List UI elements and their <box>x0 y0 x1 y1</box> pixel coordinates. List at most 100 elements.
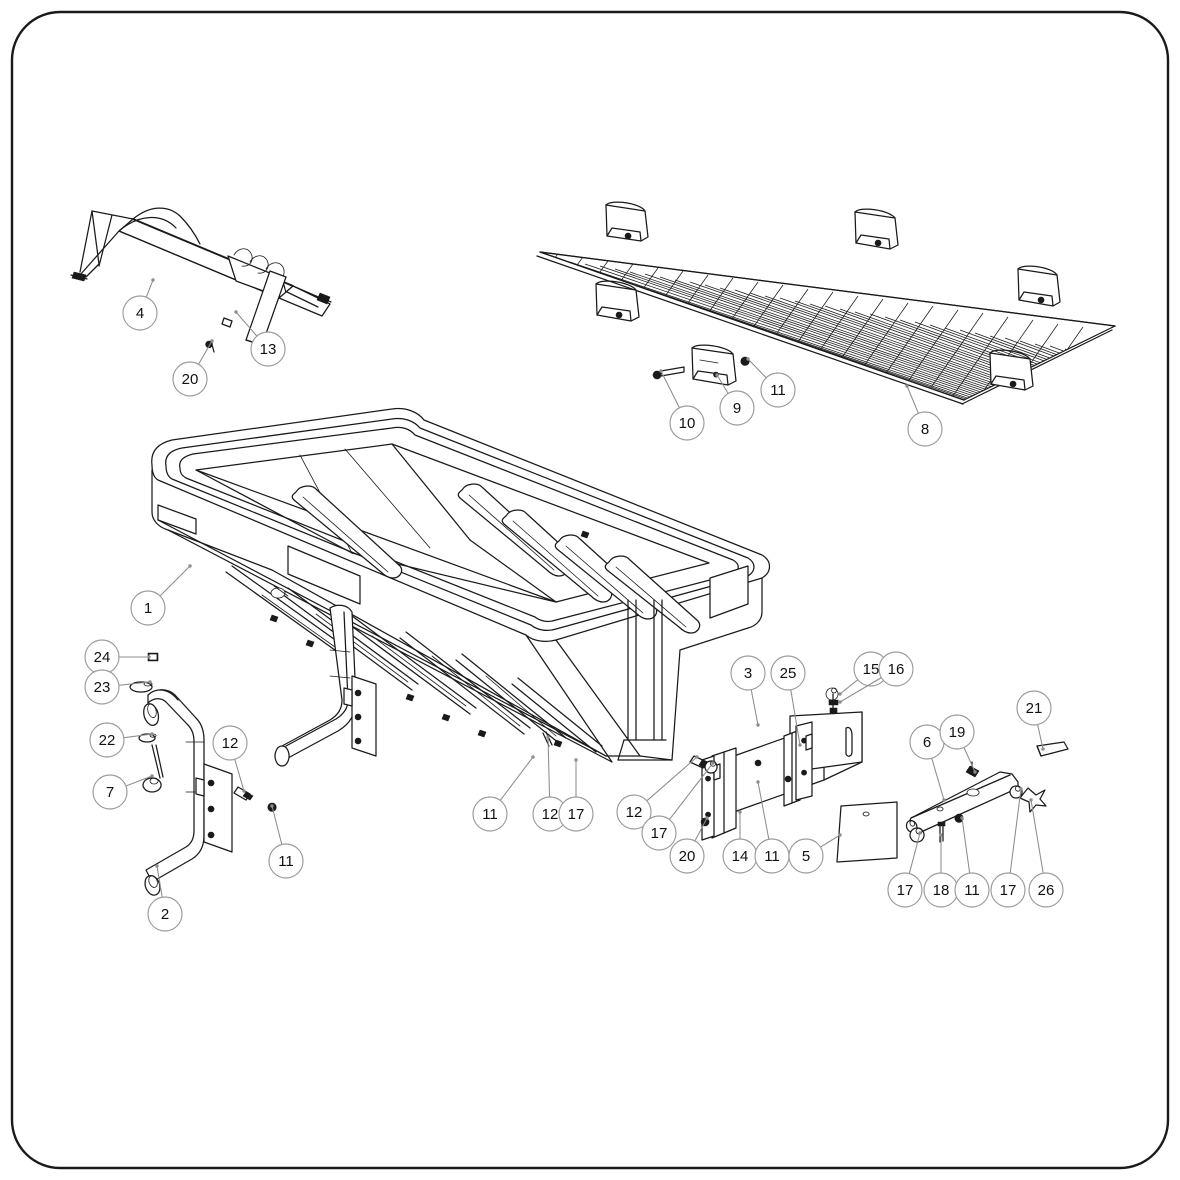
callout-bubble-17[interactable] <box>990 872 1026 908</box>
callout-17[interactable]: 17 <box>990 787 1026 908</box>
callout-10[interactable]: 10 <box>659 369 705 441</box>
callout-bubble-12[interactable] <box>212 725 248 761</box>
callout-17[interactable]: 17 <box>558 758 594 832</box>
callout-bubble-13[interactable] <box>250 331 286 367</box>
leader-line-5 <box>820 834 841 848</box>
callout-label-12: 12 <box>542 806 559 823</box>
leader-dot-4 <box>151 278 155 282</box>
callout-8[interactable]: 8 <box>905 384 943 447</box>
callout-21[interactable]: 21 <box>1016 690 1052 751</box>
leader-line-4 <box>145 279 154 298</box>
callout-bubble-20[interactable] <box>172 361 208 397</box>
callout-19[interactable]: 19 <box>939 714 977 774</box>
callout-label-1: 1 <box>144 600 152 617</box>
callout-bubble-26[interactable] <box>1028 872 1064 908</box>
callout-4[interactable]: 4 <box>122 278 158 331</box>
callout-18[interactable]: 18 <box>923 833 959 908</box>
leader-dot-12 <box>242 789 246 793</box>
callout-bubble-12[interactable] <box>616 794 652 830</box>
callout-bubble-25[interactable] <box>770 655 806 691</box>
leader-dot-11 <box>960 816 964 820</box>
callout-bubble-11[interactable] <box>760 372 796 408</box>
leader-dot-5 <box>838 833 842 837</box>
washer-17-right <box>1009 785 1023 799</box>
callout-17[interactable]: 17 <box>641 761 715 851</box>
callout-bubble-9[interactable] <box>719 390 755 426</box>
callout-bubble-22[interactable] <box>89 722 125 758</box>
callout-label-12: 12 <box>222 735 239 752</box>
callout-23[interactable]: 23 <box>84 669 152 705</box>
callout-11[interactable]: 11 <box>472 755 535 832</box>
callout-bubble-4[interactable] <box>122 295 158 331</box>
callout-1[interactable]: 1 <box>130 564 192 626</box>
callout-3[interactable]: 3 <box>730 655 766 727</box>
leader-line-20 <box>694 817 708 842</box>
callout-bubble-2[interactable] <box>147 896 183 932</box>
leader-line-9 <box>716 374 729 394</box>
callout-bubble-16[interactable] <box>878 651 914 687</box>
leader-line-12 <box>547 736 551 798</box>
callout-14[interactable]: 14 <box>722 810 758 874</box>
callout-bubble-17[interactable] <box>887 872 923 908</box>
callout-bubble-21[interactable] <box>1016 690 1052 726</box>
callout-bubble-20[interactable] <box>669 838 705 874</box>
leader-dot-17 <box>574 758 578 762</box>
callout-11[interactable]: 11 <box>746 357 796 408</box>
callout-15[interactable]: 15 <box>838 651 889 696</box>
callout-22[interactable]: 22 <box>89 722 154 758</box>
callout-26[interactable]: 26 <box>1028 798 1064 908</box>
leader-dot-15 <box>838 692 842 696</box>
callout-12[interactable]: 12 <box>212 725 248 793</box>
callout-12[interactable]: 12 <box>616 755 699 830</box>
rounded-frame <box>10 10 1170 1170</box>
callout-bubble-17[interactable] <box>558 796 594 832</box>
leader-dot-12 <box>695 755 699 759</box>
leader-line-11 <box>271 805 283 845</box>
callout-7[interactable]: 7 <box>92 774 154 810</box>
callout-20[interactable]: 20 <box>172 339 214 397</box>
screen-clip-mounted-5 <box>989 349 1034 391</box>
callout-11[interactable]: 11 <box>754 780 790 874</box>
leader-line-22 <box>123 733 153 739</box>
callout-label-12: 12 <box>626 804 643 821</box>
callout-bubble-10[interactable] <box>669 405 705 441</box>
callout-bubble-3[interactable] <box>730 655 766 691</box>
callout-bubble-19[interactable] <box>939 714 975 750</box>
screen-clip-loose <box>691 344 737 386</box>
hopper-mounted-leg <box>274 604 377 767</box>
callout-bubble-17[interactable] <box>641 815 677 851</box>
callout-bubble-5[interactable] <box>788 838 824 874</box>
callout-label-4: 4 <box>136 305 144 322</box>
leader-dot-20 <box>210 339 214 343</box>
leader-line-13 <box>235 311 258 337</box>
callout-11[interactable]: 11 <box>268 804 304 879</box>
leader-dot-24 <box>147 655 151 659</box>
screen-clip-mounted-1 <box>605 201 649 242</box>
callout-9[interactable]: 9 <box>715 373 755 426</box>
cotter-pin-7 <box>142 744 164 793</box>
leader-dot-14 <box>738 810 742 814</box>
callout-bubble-8[interactable] <box>907 411 943 447</box>
callout-bubble-7[interactable] <box>92 774 128 810</box>
leader-line-7 <box>125 775 153 787</box>
callout-bubble-23[interactable] <box>84 669 120 705</box>
callout-13[interactable]: 13 <box>234 310 286 367</box>
callout-2[interactable]: 2 <box>147 864 183 932</box>
callout-bubble-11[interactable] <box>268 843 304 879</box>
callout-bubble-1[interactable] <box>130 590 166 626</box>
control-rod-assembly <box>905 741 1069 843</box>
hopper-front-fins <box>225 565 603 753</box>
callout-bubble-11[interactable] <box>954 872 990 908</box>
callout-label-17: 17 <box>651 825 668 842</box>
callout-11[interactable]: 11 <box>954 816 990 908</box>
leader-line-17 <box>1009 788 1022 874</box>
callout-16[interactable]: 16 <box>838 651 914 704</box>
callout-bubble-11[interactable] <box>472 796 508 832</box>
callout-25[interactable]: 25 <box>770 655 806 747</box>
callout-label-20: 20 <box>182 371 199 388</box>
callout-20[interactable]: 20 <box>669 816 709 874</box>
callout-5[interactable]: 5 <box>788 833 842 874</box>
callout-label-3: 3 <box>744 665 752 682</box>
callout-17[interactable]: 17 <box>887 831 923 908</box>
